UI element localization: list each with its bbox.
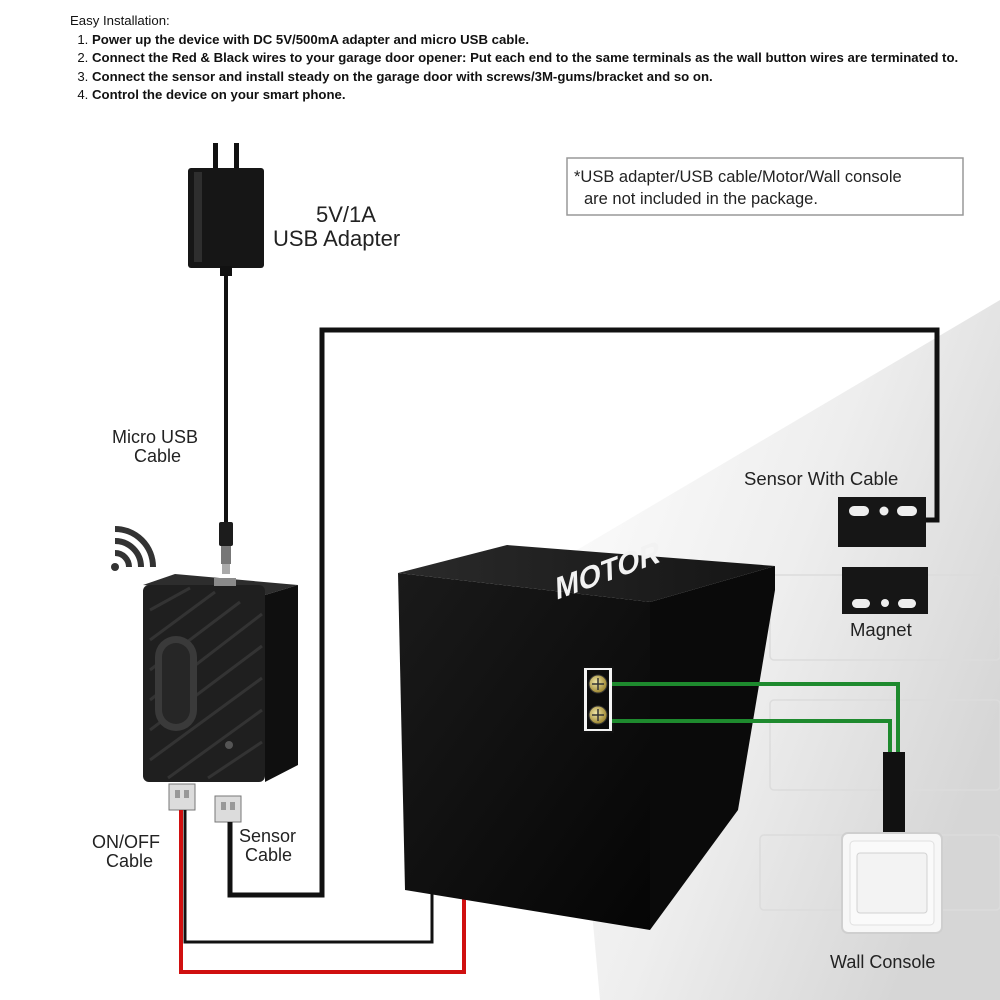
instruction-step: Connect the sensor and install steady on… — [92, 68, 990, 87]
micro-usb-label-line-2: Cable — [134, 446, 181, 466]
onoff-cable-label-line-2: Cable — [106, 851, 153, 871]
garage-controller-icon — [143, 574, 298, 823]
sensor-with-cable-label: Sensor With Cable — [744, 468, 898, 489]
installation-instructions: Easy Installation: Power up the device w… — [70, 12, 990, 105]
wifi-icon — [111, 526, 156, 571]
sensor-cable-wire — [227, 327, 940, 898]
instructions-steps: Power up the device with DC 5V/500mA ada… — [70, 31, 990, 105]
wall-console-green-wire-2 — [612, 719, 892, 755]
sensor-icon — [838, 497, 926, 547]
wall-console-green-wire-1 — [612, 682, 900, 755]
usb-adapter-icon — [188, 143, 264, 276]
instructions-heading: Easy Installation: — [70, 13, 170, 28]
notice-box: *USB adapter/USB cable/Motor/Wall consol… — [566, 157, 964, 216]
adapter-label-line-2: USB Adapter — [273, 226, 400, 251]
magnet-label: Magnet — [850, 619, 912, 640]
instruction-step: Power up the device with DC 5V/500mA ada… — [92, 31, 990, 50]
motor-icon: MOTOR — [398, 533, 775, 930]
instruction-step: Control the device on your smart phone. — [92, 86, 990, 105]
notice-line-1: *USB adapter/USB cable/Motor/Wall consol… — [574, 168, 902, 186]
micro-usb-plug-icon — [219, 522, 233, 574]
magnet-icon — [842, 567, 928, 614]
sensor-cable-label-line-2: Cable — [245, 845, 292, 865]
adapter-label-line-1: 5V/1A — [316, 202, 376, 227]
sensor-cable-label-line-1: Sensor — [239, 826, 296, 846]
instruction-step: Connect the Red & Black wires to your ga… — [92, 49, 990, 68]
wall-switch-icon — [841, 752, 943, 934]
notice-line-2: are not included in the package. — [584, 190, 818, 208]
onoff-cable-label-line-1: ON/OFF — [92, 832, 160, 852]
wall-console-label: Wall Console — [830, 952, 935, 972]
micro-usb-label-line-1: Micro USB — [112, 427, 198, 447]
